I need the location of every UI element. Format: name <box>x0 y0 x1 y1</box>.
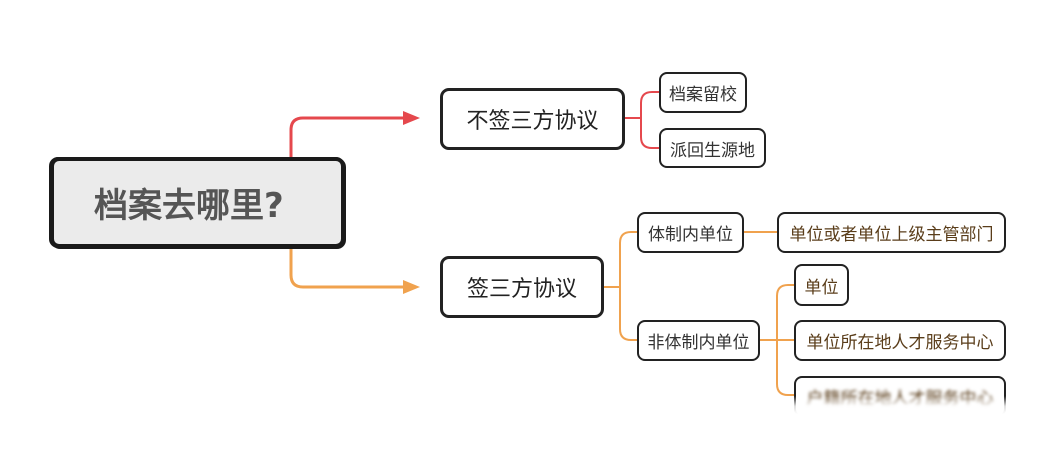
connector-non-system-bracket <box>758 284 795 396</box>
connector-no-agreement-bracket <box>624 91 660 149</box>
branch-label: 签三方协议 <box>466 277 577 302</box>
sub-node-non-system-unit[interactable]: 非体制内单位 <box>637 320 760 361</box>
sub-node-label: 体制内单位 <box>648 225 733 245</box>
connector-root-to-agreement <box>289 246 408 289</box>
arrow-head-orange <box>403 280 420 294</box>
leaf-node-local-talent-center[interactable]: 单位所在地人才服务中心 <box>794 320 1006 361</box>
leaf-label: 单位所在地人才服务中心 <box>806 333 994 353</box>
branch-label: 不签三方协议 <box>466 109 599 134</box>
sub-node-label: 非体制内单位 <box>647 333 750 353</box>
bottom-fade-overlay <box>0 396 1063 468</box>
connector-root-to-no-agreement <box>289 116 408 159</box>
leaf-node-send-to-origin[interactable]: 派回生源地 <box>659 128 766 168</box>
connector-agreement-bracket <box>603 231 638 341</box>
sub-node-in-system-unit[interactable]: 体制内单位 <box>637 212 744 253</box>
leaf-node-unit[interactable]: 单位 <box>794 264 849 306</box>
leaf-node-keep-at-school[interactable]: 档案留校 <box>659 72 747 113</box>
arrow-head-red <box>403 111 420 125</box>
branch-node-no-agreement[interactable]: 不签三方协议 <box>440 88 625 150</box>
root-label: 档案去哪里? <box>94 186 284 226</box>
leaf-label: 单位或者单位上级主管部门 <box>789 225 994 245</box>
leaf-label: 单位 <box>804 277 839 298</box>
branch-node-agreement[interactable]: 签三方协议 <box>440 256 604 318</box>
leaf-label: 派回生源地 <box>670 140 755 161</box>
leaf-node-unit-or-supervisor[interactable]: 单位或者单位上级主管部门 <box>777 212 1006 253</box>
leaf-label: 档案留校 <box>669 85 737 105</box>
root-node[interactable]: 档案去哪里? <box>50 157 345 248</box>
